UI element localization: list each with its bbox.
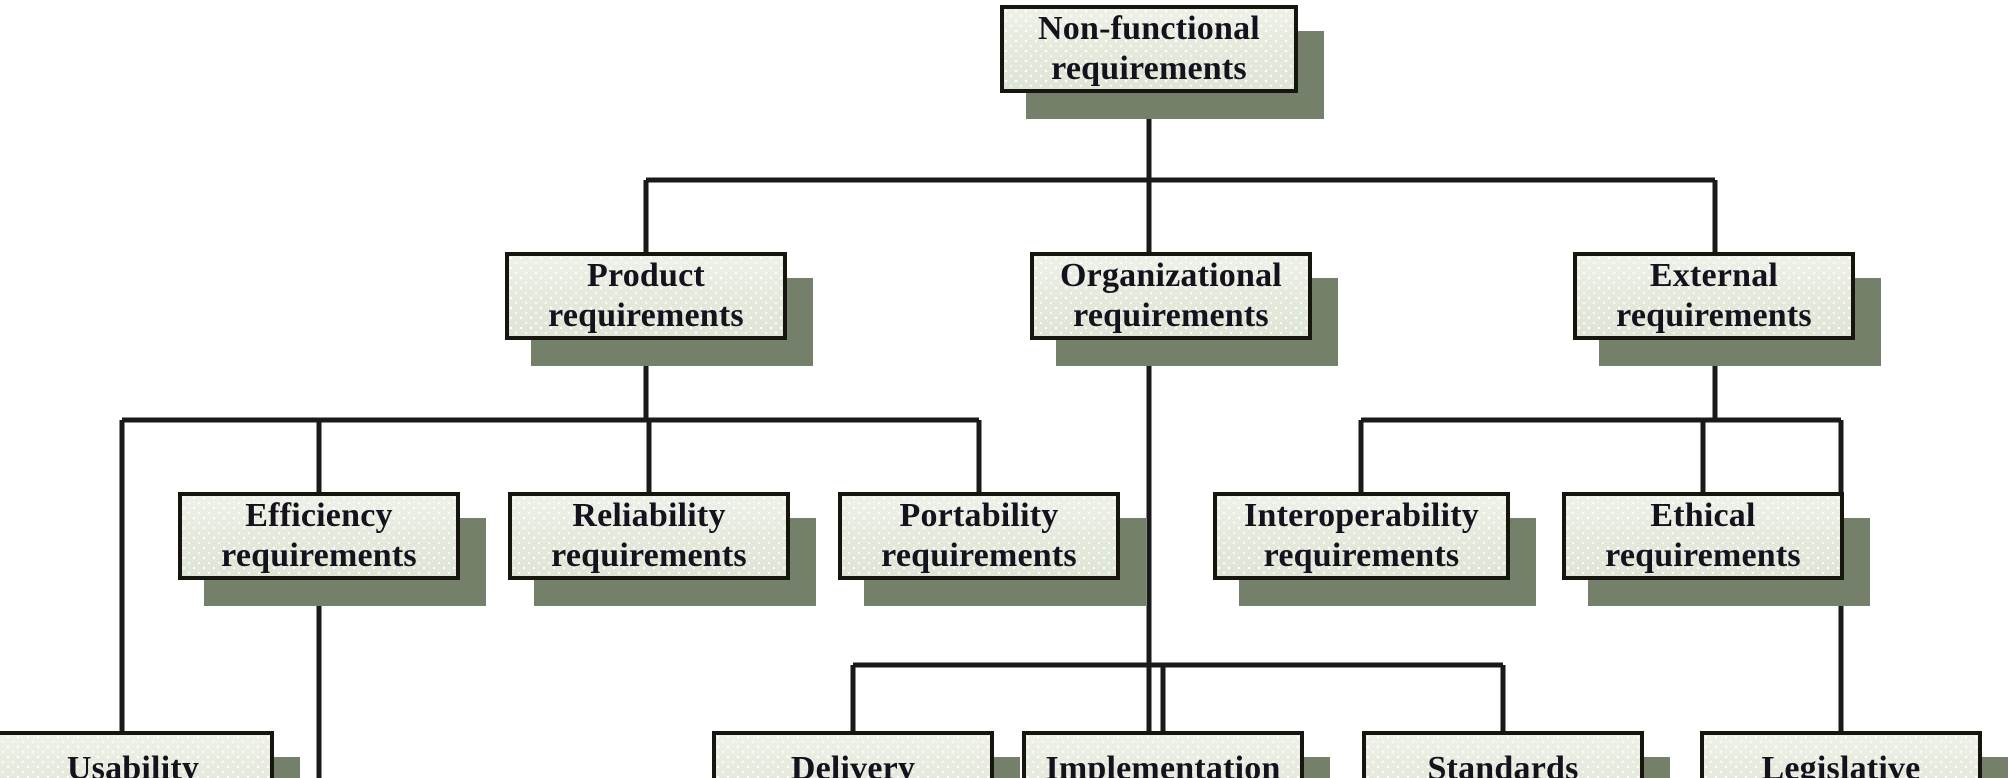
- node-label-line: Efficiency: [245, 496, 393, 534]
- node-label-line: Non-functional: [1038, 9, 1260, 47]
- node-delivery-requirements[interactable]: Delivery: [712, 731, 994, 778]
- node-label-line: requirements: [1605, 537, 1801, 574]
- node-label-line: requirements: [1051, 50, 1247, 87]
- node-label-line: Interoperability: [1244, 496, 1479, 534]
- node-label-line: Reliability: [572, 496, 726, 534]
- node-label-line: Product: [587, 256, 705, 294]
- node-label-line: Organizational: [1060, 256, 1282, 294]
- node-label-line: requirements: [551, 537, 747, 574]
- node-label-line: requirements: [1263, 537, 1460, 574]
- node-label-line: External: [1649, 256, 1779, 294]
- node-standards-requirements[interactable]: Standards: [1362, 731, 1644, 778]
- node-label-line: Ethical: [1650, 496, 1756, 534]
- node-label-line: Delivery: [790, 750, 916, 778]
- node-legislative-requirements[interactable]: Legislative: [1700, 731, 1982, 778]
- node-label-line: requirements: [1616, 297, 1812, 334]
- node-label-line: Usability: [66, 750, 200, 778]
- node-label-line: requirements: [548, 297, 744, 334]
- node-label-line: requirements: [221, 537, 417, 574]
- node-implementation-requirements[interactable]: Implementation: [1022, 731, 1304, 778]
- node-label-line: Portability: [899, 496, 1059, 534]
- node-label-line: Legislative: [1761, 750, 1921, 778]
- node-label-line: requirements: [881, 537, 1077, 574]
- node-label-line: Standards: [1427, 750, 1579, 778]
- node-label-line: requirements: [1073, 297, 1269, 334]
- node-label-line: Implementation: [1045, 750, 1281, 778]
- node-usability-requirements[interactable]: Usability: [0, 731, 274, 778]
